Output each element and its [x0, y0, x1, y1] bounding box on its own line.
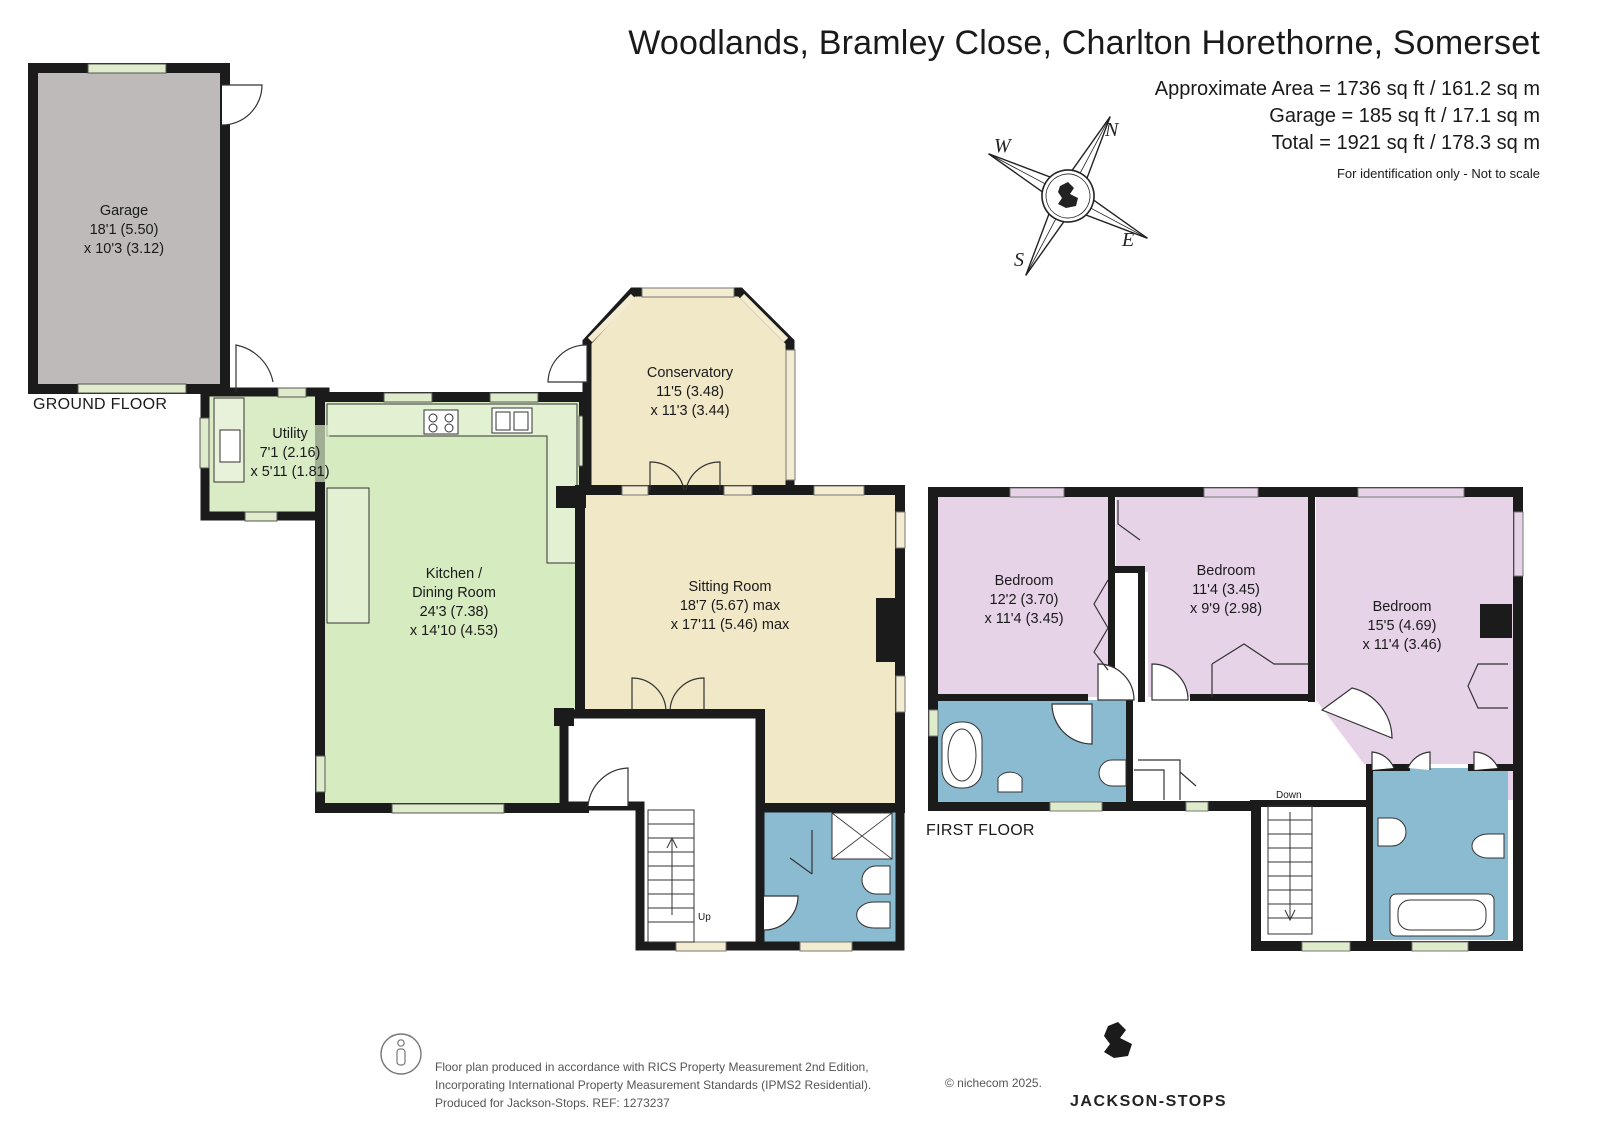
sitting-window-top-left	[621, 485, 649, 496]
rics-badge-icon	[380, 1033, 422, 1075]
ensuite-wc-icon	[1471, 833, 1505, 859]
compass-south: S	[1014, 249, 1024, 271]
basin-icon-2	[1098, 759, 1127, 787]
first-floor-label: FIRST FLOOR	[926, 822, 1035, 839]
scale-disclaimer: For identification only - Not to scale	[1336, 166, 1540, 181]
total-area: Total = 1921 sq ft / 178.3 sq m	[1271, 132, 1541, 154]
kitchen-window-top-right	[489, 392, 539, 403]
stairs-up-label: Up	[698, 912, 711, 923]
property-title: Woodlands, Bramley Close, Charlton Horet…	[628, 24, 1540, 62]
utility-door-arc	[235, 344, 274, 392]
utility-window-left	[199, 417, 210, 469]
stairs-up	[647, 809, 695, 943]
kitchen-window-top-left	[383, 392, 433, 403]
conservatory-double-door	[649, 461, 721, 491]
first-floor-plan	[928, 487, 1524, 952]
hall-double-door	[631, 677, 705, 714]
garage-area: Garage = 185 sq ft / 17.1 sq m	[1269, 105, 1540, 127]
compass-emblem-icon	[1058, 182, 1078, 208]
utility-window-bottom	[244, 511, 278, 522]
shower-window-bottom	[799, 941, 853, 952]
stairs-down	[1267, 805, 1313, 935]
shower-room-door	[763, 895, 799, 931]
hall-window-bottom	[675, 941, 727, 952]
copyright: © nichecom 2025.	[945, 1076, 1042, 1090]
conservatory-window-right-diag	[739, 293, 789, 343]
sitting-left-wall-stub	[556, 486, 586, 508]
garage-side-door	[221, 84, 263, 126]
ensuite-basin-icon	[1377, 817, 1407, 847]
garage-door-bottom	[77, 383, 187, 394]
kitchen-window-left	[315, 755, 326, 793]
conservatory-window-left-diag	[587, 293, 636, 343]
bedroom-3-wardrobe-doors	[1467, 663, 1508, 709]
front-door	[587, 767, 629, 807]
conservatory-window-right	[785, 349, 796, 481]
approximate-area: Approximate Area = 1736 sq ft / 161.2 sq…	[1154, 78, 1540, 100]
chimney-breast	[876, 598, 898, 662]
sitting-window-top-mid	[723, 485, 753, 496]
utility-window-top	[277, 387, 307, 398]
sitting-window-right-upper	[895, 511, 906, 549]
wc-icon	[997, 771, 1023, 793]
hall	[559, 709, 765, 951]
toilet-icon	[856, 901, 891, 929]
footer-notes: Floor plan produced in accordance with R…	[435, 1060, 872, 1110]
compass-east: E	[1121, 229, 1134, 251]
basin-icon	[861, 865, 891, 895]
utility-basin	[219, 429, 241, 463]
landing-cupboard	[1138, 759, 1197, 800]
sitting-window-right-lower	[895, 675, 906, 713]
bedroom-2-room	[1116, 497, 1310, 697]
jackson-stops-logo-icon	[1104, 1022, 1132, 1058]
kitchen-island	[326, 487, 370, 624]
shower-cupboard-door	[789, 830, 813, 875]
compass-west: W	[994, 135, 1013, 157]
hob-icon	[423, 409, 459, 435]
bedroom-2-wardrobe-doors	[1117, 500, 1308, 697]
bedroom-1-room	[938, 497, 1110, 697]
compass-north: N	[1104, 119, 1120, 141]
brand-name: JACKSON-STOPS	[1070, 1093, 1228, 1110]
conservatory-door	[547, 344, 588, 383]
kitchen-window-bottom	[391, 803, 505, 814]
hall-left-wall-stub	[554, 708, 574, 726]
conservatory-window-top	[641, 287, 735, 298]
ground-floor-plan	[28, 63, 906, 952]
ground-floor-label: GROUND FLOOR	[33, 396, 168, 413]
garage-window-top	[87, 63, 167, 74]
sitting-window-top	[813, 485, 865, 496]
bedroom-1-wardrobe-doors	[1093, 579, 1109, 671]
stairs-down-label: Down	[1276, 790, 1302, 801]
